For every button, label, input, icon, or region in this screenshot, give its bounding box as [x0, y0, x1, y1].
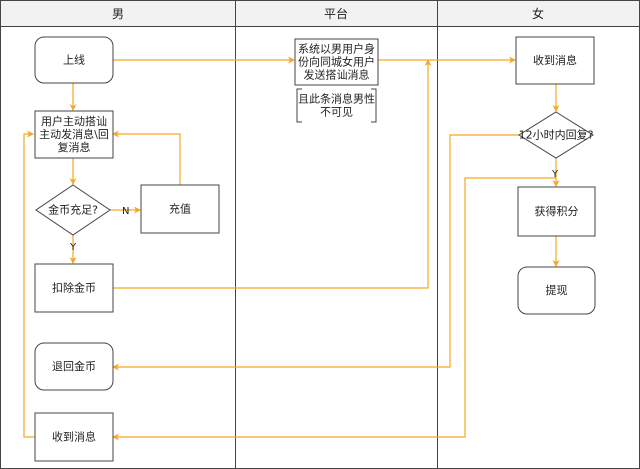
node-initiate-chat-label: 复消息	[58, 140, 91, 154]
node-platform-note-shape	[296, 88, 377, 123]
node-deduct-coins-label: 扣除金币	[52, 281, 96, 295]
node-platform-send-label: 发送搭讪消息	[304, 68, 370, 82]
lane-header-male	[0, 0, 236, 27]
lane-header-platform	[235, 0, 438, 27]
node-online-label: 上线	[63, 53, 85, 67]
lane-body-male	[0, 26, 236, 469]
node-refund-coins: 退回金币	[34, 342, 114, 391]
node-refund-coins-label: 退回金币	[52, 359, 96, 373]
node-initiate-chat-label: 用户主动搭讪	[41, 114, 107, 128]
lane-title-platform: 平台	[324, 6, 348, 21]
edge-recharge-to-initiate	[112, 130, 181, 185]
nodes: 上线用户主动搭讪主动发消息\回复消息金币充足?充值扣除金币退回金币收到消息系统以…	[34, 36, 596, 462]
edge-reply-to-male-receive	[112, 177, 556, 441]
node-initiate-chat-label: 主动发消息\回	[39, 127, 109, 141]
node-earn-points-label: 获得积分	[535, 205, 579, 218]
node-male-receive: 收到消息	[34, 412, 114, 462]
node-withdraw: 提现	[517, 266, 596, 315]
node-earn-points: 获得积分	[517, 186, 596, 237]
node-platform-send-label: 系统以男用户身	[298, 42, 375, 56]
edge-label-yes-reply: Y	[551, 169, 559, 180]
node-coins-enough-label: 金币充足?	[48, 203, 98, 217]
node-recharge-label: 充值	[169, 202, 191, 216]
lane-body-female	[437, 26, 640, 469]
edge-label-yes-coins: Y	[69, 242, 77, 253]
node-reply-12h-shape	[518, 111, 594, 159]
node-recharge: 充值	[140, 184, 220, 234]
node-deduct-coins-shape	[34, 263, 114, 313]
node-female-receive-label: 收到消息	[533, 53, 577, 67]
edges	[23, 56, 560, 441]
node-withdraw-shape	[517, 266, 596, 315]
node-recharge-shape	[140, 184, 220, 234]
node-male-receive-shape	[34, 412, 114, 462]
node-platform-send-shape	[294, 38, 379, 86]
node-coins-enough-shape	[35, 184, 111, 236]
edge-male-receive-to-initiate	[23, 130, 35, 438]
node-female-receive-shape	[515, 36, 595, 85]
node-online: 上线	[34, 36, 114, 84]
node-earn-points-shape	[517, 186, 596, 237]
node-male-receive-label: 收到消息	[52, 430, 96, 444]
lane-title-male: 男	[112, 7, 124, 21]
node-platform-note-label: 不可见	[320, 106, 353, 119]
node-deduct-coins: 扣除金币	[34, 263, 114, 313]
edge-reply-no-to-refund	[112, 134, 519, 371]
edge-label-no: N	[122, 206, 129, 217]
node-reply-12h-label: 12小时内回复?	[519, 128, 594, 142]
lane-title-female: 女	[532, 6, 544, 21]
node-refund-coins-shape	[34, 342, 114, 391]
lane-header-female	[437, 0, 640, 27]
node-coins-enough: 金币充足?	[35, 184, 111, 236]
node-withdraw-label: 提现	[546, 284, 568, 297]
node-female-receive: 收到消息	[515, 36, 595, 85]
node-online-shape	[34, 36, 114, 84]
node-platform-send-label: 份向同城女用户	[298, 55, 375, 69]
node-reply-12h: 12小时内回复?	[518, 111, 594, 159]
node-initiate-chat-shape	[34, 110, 114, 159]
node-platform-note-label: 且此条消息男性	[298, 92, 375, 106]
edge-deduct-to-platform	[113, 59, 432, 289]
